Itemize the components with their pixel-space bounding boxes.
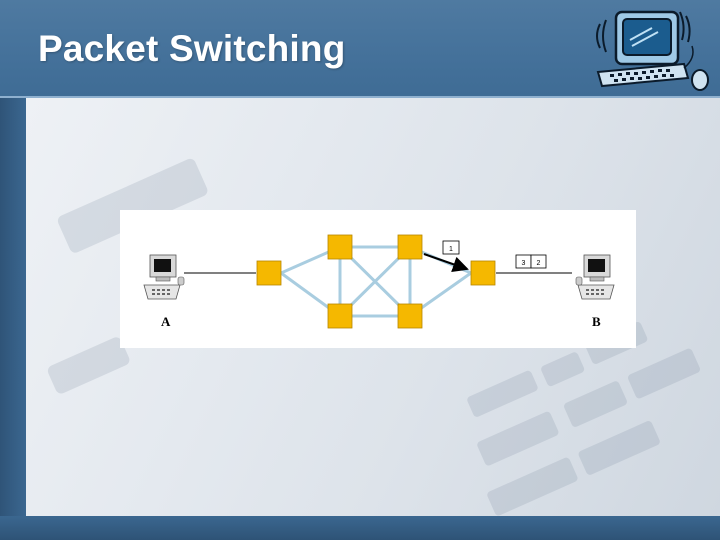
switch-node: [397, 234, 423, 260]
switch-node: [327, 303, 353, 329]
slide-title: Packet Switching: [38, 28, 346, 69]
host-a-label: A: [161, 314, 171, 329]
switch-node: [256, 260, 282, 286]
left-border: [0, 98, 26, 540]
packets-delivered: 3 2: [515, 254, 547, 269]
svg-text:1: 1: [449, 246, 453, 253]
computer-icon: [575, 254, 615, 300]
switch-node: [397, 303, 423, 329]
title-bar: Packet Switching: [0, 0, 720, 98]
packet-label: 2: [537, 260, 541, 267]
host-b-label: B: [592, 314, 601, 329]
switch-node: [470, 260, 496, 286]
mesh-links: [280, 245, 472, 318]
switch-node: [327, 234, 353, 260]
packet-in-transit: 1: [442, 240, 460, 255]
packet-switching-diagram: 1 3 2: [120, 210, 636, 348]
packet-arrow: [423, 253, 469, 272]
computer-icon: [143, 254, 185, 300]
computer-clipart-icon: [596, 10, 709, 91]
packet-label: 3: [522, 260, 526, 267]
network-graph: 1 3 2: [143, 234, 615, 329]
bottom-border: [0, 516, 720, 540]
